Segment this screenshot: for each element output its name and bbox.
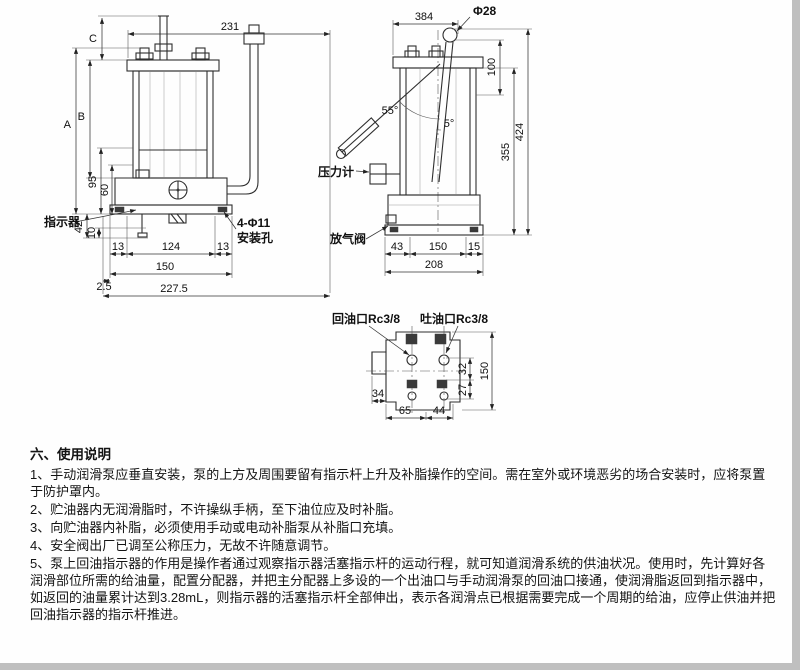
usage-instructions-section: 六、使用说明 1、手动润滑泵应垂直安装，泵的上方及周围要留有指示杆上升及补脂操作… (30, 446, 778, 624)
dim-60: 60 (99, 184, 111, 196)
knob-diameter-label: Φ28 (473, 4, 497, 18)
outlet-port-label: 吐油口Rc3/8 (420, 311, 488, 326)
dim-2-5: 2.5 (96, 281, 111, 293)
front-view-callouts: 指示器 4-Φ11 安装孔 (44, 209, 273, 245)
dim-27: 27 (457, 384, 469, 396)
section-title: 六、使用说明 (30, 447, 111, 462)
dim-a: A (64, 119, 72, 131)
dim-b: B (78, 111, 85, 123)
instruction-item-2: 2、贮油器内无润滑脂时，不许操纵手柄，至下油位应及时补脂。 (30, 502, 402, 517)
instruction-item-1: 1、手动润滑泵应垂直安装，泵的上方及周围要留有指示杆上升及补脂操作的空间。需在室… (30, 467, 766, 499)
indicator-label: 指示器 (44, 214, 81, 229)
dim-43: 43 (391, 241, 403, 253)
mounting-hole-label-line2: 安装孔 (237, 230, 273, 245)
instruction-item-5: 5、泵上回油指示器的作用是操作者通过观察指示器活塞指示杆的运动行程，就可知道润滑… (30, 556, 776, 622)
technical-drawing: 231 C B A 95 60 42 10 (44, 4, 532, 421)
front-view-pump-outline (109, 15, 265, 238)
dim-15: 15 (468, 241, 480, 253)
dim-208: 208 (425, 259, 443, 271)
return-port-label: 回油口Rc3/8 (332, 311, 400, 326)
dim-355: 355 (500, 143, 512, 161)
mounting-hole-label-line1: 4-Φ11 (237, 216, 271, 230)
bottom-view-callouts: 回油口Rc3/8 吐油口Rc3/8 (332, 311, 488, 356)
air-release-valve-label: 放气阀 (329, 231, 366, 246)
dim-384: 384 (415, 11, 433, 23)
dim-150-bottom: 150 (479, 362, 491, 380)
side-view-callouts: Φ28 压力计 放气阀 (318, 4, 497, 246)
dim-42: 42 (73, 221, 85, 233)
front-view-dimensions: 231 C B A 95 60 42 10 (64, 15, 331, 299)
dim-angle-5: 5° (444, 118, 455, 130)
side-view-pump-outline (335, 27, 484, 236)
dim-10: 10 (86, 227, 98, 239)
dim-32: 32 (457, 363, 469, 375)
dim-44: 44 (433, 405, 445, 417)
instruction-item-3: 3、向贮油器内补脂，必须使用手动或电动补脂泵从补脂口充填。 (30, 520, 402, 535)
page-edge-right (792, 0, 800, 670)
dim-150: 150 (156, 261, 174, 273)
dim-13-left: 13 (112, 241, 124, 253)
dim-95: 95 (87, 176, 99, 188)
dim-65: 65 (399, 405, 411, 417)
front-view: 231 C B A 95 60 42 10 (44, 15, 331, 299)
bottom-view-outline (366, 326, 466, 416)
dim-c: C (89, 33, 97, 45)
side-view-dimensions: 384 55° 5° 100 355 424 4 (382, 11, 532, 276)
side-view: 384 55° 5° 100 355 424 4 (318, 4, 532, 276)
dim-124: 124 (162, 241, 180, 253)
dim-231: 231 (221, 21, 239, 33)
dim-424: 424 (514, 123, 526, 141)
bottom-view-dimensions: 34 65 44 32 27 150 (371, 331, 496, 421)
instruction-item-4: 4、安全阀出厂已调至公称压力，无故不许随意调节。 (30, 538, 337, 553)
dim-227-5: 227.5 (160, 283, 188, 295)
dim-34: 34 (372, 388, 384, 400)
bottom-view: 34 65 44 32 27 150 回油口Rc3/8 吐 (332, 311, 496, 421)
page-edge-bottom (0, 663, 800, 670)
dim-100: 100 (486, 58, 498, 76)
pressure-gauge-label: 压力计 (318, 164, 354, 179)
dim-150-side: 150 (429, 241, 447, 253)
dim-13-right: 13 (217, 241, 229, 253)
dim-angle-55: 55° (382, 105, 399, 117)
